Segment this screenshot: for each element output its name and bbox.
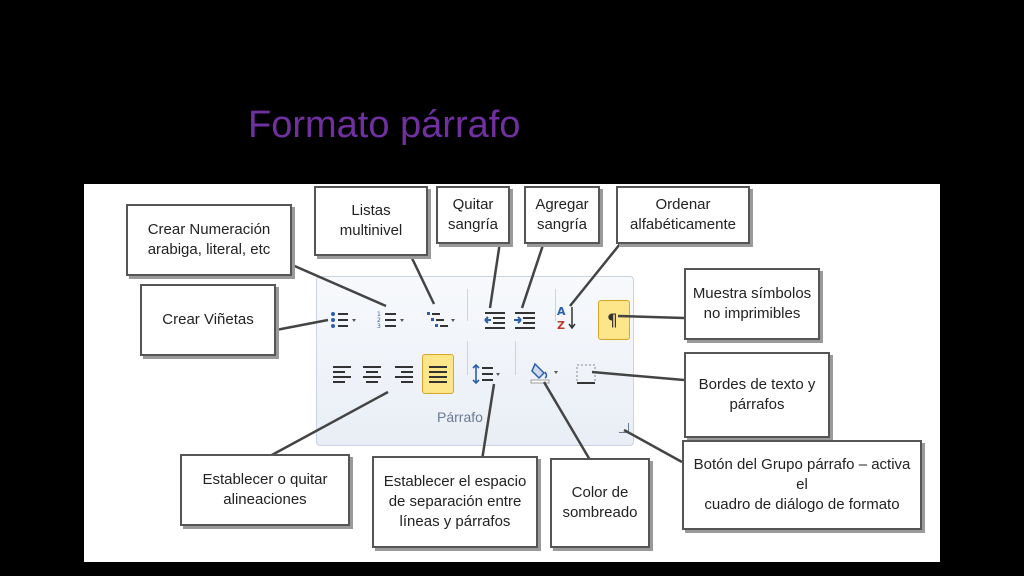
arrow-boton-grupo xyxy=(623,428,683,464)
align-left-button[interactable] xyxy=(328,360,358,388)
callout-dialog-launcher: Botón del Grupo párrafo – activa el cuad… xyxy=(682,440,922,530)
align-center-icon xyxy=(363,366,381,383)
arrow-bordes xyxy=(591,370,685,382)
borders-icon xyxy=(576,364,596,384)
align-left-icon xyxy=(333,366,351,383)
ribbon-separator xyxy=(467,289,468,321)
align-right-button[interactable] xyxy=(390,360,420,388)
line-spacing-icon xyxy=(472,363,500,385)
svg-text:Z: Z xyxy=(557,319,565,332)
line-spacing-button[interactable] xyxy=(472,360,502,388)
shading-button[interactable] xyxy=(530,358,560,386)
callout-bullets: Crear Viñetas xyxy=(140,284,276,356)
increase-indent-button[interactable] xyxy=(510,306,540,334)
ribbon-group-label: Párrafo xyxy=(437,409,483,425)
sort-button[interactable]: A Z xyxy=(552,304,582,332)
arrow-quitar-sangria xyxy=(488,241,502,309)
callout-numbering: Crear Numeración arabiga, literal, etc xyxy=(126,204,292,276)
slide-title: Formato párrafo xyxy=(248,104,521,146)
arrow-sombreado xyxy=(542,381,592,461)
show-formatting-marks-button[interactable]: ¶ xyxy=(598,300,630,340)
svg-text:3: 3 xyxy=(377,323,381,330)
borders-button[interactable] xyxy=(572,360,602,388)
callout-line-spacing: Establecer el espacio de separación entr… xyxy=(372,456,538,548)
svg-text:A: A xyxy=(557,305,566,318)
numbering-button[interactable]: 1 2 3 xyxy=(376,306,406,334)
callout-increase-indent: Agregar sangría xyxy=(524,186,600,244)
sort-az-icon: A Z xyxy=(557,305,576,332)
callout-sort: Ordenar alfabéticamente xyxy=(616,186,750,244)
ribbon-separator xyxy=(467,341,468,375)
svg-text:2: 2 xyxy=(377,317,381,324)
arrow-ordenar xyxy=(569,243,621,307)
ribbon-separator xyxy=(515,341,516,375)
callout-shading: Color de sombreado xyxy=(550,458,650,548)
arrow-alineaciones xyxy=(269,390,389,458)
dialog-launcher-icon[interactable] xyxy=(619,423,629,433)
bullets-button[interactable] xyxy=(328,306,358,334)
svg-text:1: 1 xyxy=(377,311,381,318)
callout-alignment: Establecer o quitar alineaciones xyxy=(180,454,350,526)
callout-decrease-indent: Quitar sangría xyxy=(436,186,510,244)
arrow-espaciado xyxy=(480,383,496,461)
paint-bucket-icon xyxy=(530,362,558,384)
ribbon-separator xyxy=(555,289,556,321)
callout-multilevel: Listas multinivel xyxy=(314,186,428,256)
arrow-numeracion xyxy=(289,262,387,308)
multilevel-list-icon xyxy=(427,312,455,327)
align-center-button[interactable] xyxy=(358,360,388,388)
callout-borders: Bordes de texto y párrafos xyxy=(684,352,830,438)
multilevel-list-button[interactable] xyxy=(426,306,456,334)
svg-text:¶: ¶ xyxy=(607,311,618,331)
numbering-icon: 1 2 3 xyxy=(377,311,404,330)
arrow-simbolos xyxy=(617,314,685,320)
arrow-agregar-sangria xyxy=(520,241,546,309)
arrow-vinetas xyxy=(275,318,329,332)
callout-formatting-marks: Muestra símbolos no imprimibles xyxy=(684,268,820,340)
justify-button[interactable] xyxy=(422,354,454,394)
bullets-icon xyxy=(331,312,356,328)
align-right-icon xyxy=(395,366,413,383)
diagram-panel: Párrafo 1 2 3 xyxy=(84,184,940,562)
arrow-multinivel xyxy=(408,253,436,305)
decrease-indent-icon xyxy=(484,312,505,329)
paragraph-ribbon-group: Párrafo xyxy=(316,276,634,446)
justify-icon xyxy=(429,366,447,383)
pilcrow-icon: ¶ xyxy=(607,311,618,331)
connector-arrows xyxy=(269,241,685,464)
decrease-indent-button[interactable] xyxy=(480,306,510,334)
increase-indent-icon xyxy=(514,312,535,329)
